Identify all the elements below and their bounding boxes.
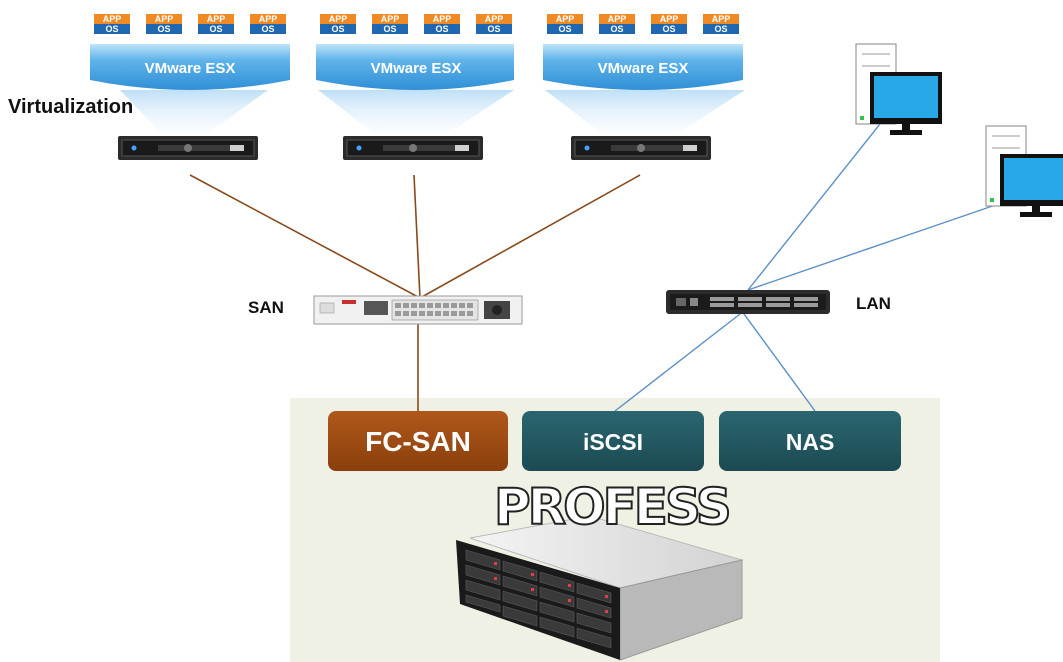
vm-os-label: OS	[703, 24, 739, 34]
server-icon	[343, 136, 483, 160]
lan-label: LAN	[856, 294, 891, 313]
nas-box	[719, 411, 901, 471]
iscsi-label: iSCSI	[582, 429, 644, 455]
profess-logo: PROFESS	[493, 477, 733, 537]
vm-app-label: APP	[547, 14, 583, 24]
vm-os-label: OS	[651, 24, 687, 34]
esx-bar-3	[543, 44, 743, 90]
vm-app-label: APP	[198, 14, 234, 24]
esx-label-2: VMware ESX	[370, 60, 462, 77]
vm-app-label: APP	[599, 14, 635, 24]
esx-bar-1	[90, 44, 290, 90]
esx-label-3: VMware ESX	[597, 60, 689, 77]
vm-app-label: APP	[146, 14, 182, 24]
vm-os-label: OS	[424, 24, 460, 34]
virtualization-label: Virtualization	[8, 96, 134, 118]
vm-os-label: OS	[94, 24, 130, 34]
vm-os-label: OS	[146, 24, 182, 34]
vm-app-label: APP	[372, 14, 408, 24]
fc-san-box	[328, 411, 508, 471]
vm-os-label: OS	[250, 24, 286, 34]
vm-app-label: APP	[94, 14, 130, 24]
esx-beams	[120, 90, 745, 132]
workstation-icon	[855, 43, 942, 135]
vm-app-label: APP	[424, 14, 460, 24]
iscsi-box	[522, 411, 704, 471]
fc-san-label: FC-SAN	[365, 426, 471, 457]
vm-app-label: APP	[703, 14, 739, 24]
vm-os-label: OS	[599, 24, 635, 34]
workstation-icon	[985, 125, 1063, 217]
vm-app-label: APP	[476, 14, 512, 24]
vm-app-label: APP	[320, 14, 356, 24]
nas-label: NAS	[785, 429, 835, 455]
san-links	[189, 174, 641, 411]
vm-os-label: OS	[547, 24, 583, 34]
lan-links	[614, 123, 1011, 412]
vm-app-label: APP	[651, 14, 687, 24]
storage-array-icon	[456, 515, 744, 661]
vm-os-label: OS	[320, 24, 356, 34]
ethernet-switch-icon	[666, 290, 830, 314]
fc-switch-icon	[313, 295, 523, 325]
vm-os-label: OS	[476, 24, 512, 34]
san-label: SAN	[248, 298, 284, 317]
vm-os-label: OS	[372, 24, 408, 34]
vm-os-label: OS	[198, 24, 234, 34]
vm-app-label: APP	[250, 14, 286, 24]
server-icon	[571, 136, 711, 160]
esx-bar-2	[316, 44, 514, 90]
server-icon	[118, 136, 258, 160]
esx-label-1: VMware ESX	[144, 60, 236, 77]
